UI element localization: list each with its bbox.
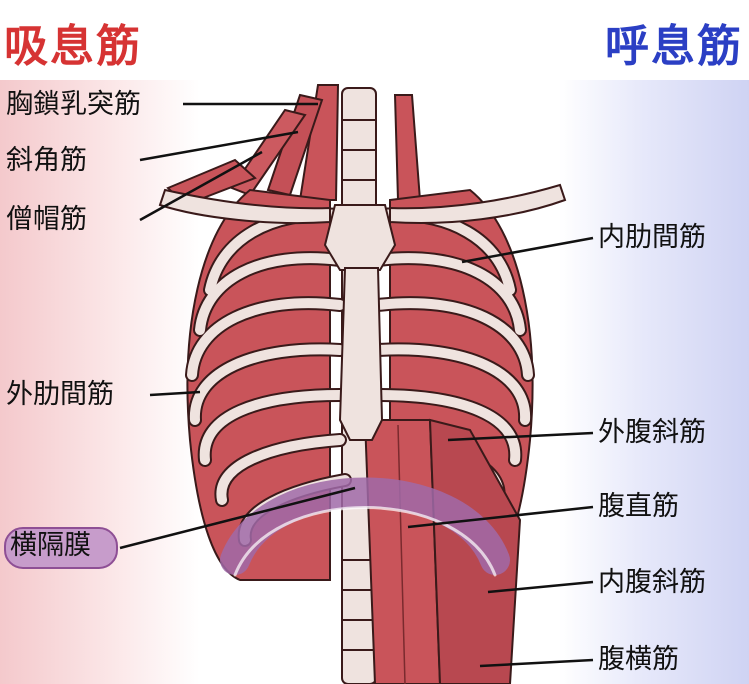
label-sternocleidomastoid: 胸鎖乳突筋	[6, 89, 141, 120]
neck-muscles	[166, 84, 422, 207]
label-rectus-abdominis: 腹直筋	[598, 491, 679, 522]
diaphragm-highlight	[233, 506, 497, 577]
inhale-muscles-heading: 吸息筋	[4, 21, 142, 72]
label-internal-intercostal: 内肋間筋	[598, 222, 706, 253]
clavicles	[158, 183, 567, 224]
exhale-muscles-heading: 呼息筋	[605, 21, 743, 72]
label-external-intercostal: 外肋間筋	[6, 379, 114, 410]
diaphragm-label-pill	[4, 527, 118, 569]
label-transversus-abdominis: 腹横筋	[598, 644, 679, 675]
inhale-gradient-panel	[0, 80, 200, 684]
leader-lines	[119, 102, 594, 668]
label-external-oblique: 外腹斜筋	[598, 417, 706, 448]
diaphragm	[220, 477, 510, 575]
label-scalene: 斜角筋	[6, 145, 87, 176]
label-trapezius: 僧帽筋	[6, 204, 87, 235]
label-diaphragm: 横隔膜	[10, 530, 91, 561]
sternum	[323, 204, 397, 441]
label-internal-oblique: 内腹斜筋	[598, 567, 706, 598]
